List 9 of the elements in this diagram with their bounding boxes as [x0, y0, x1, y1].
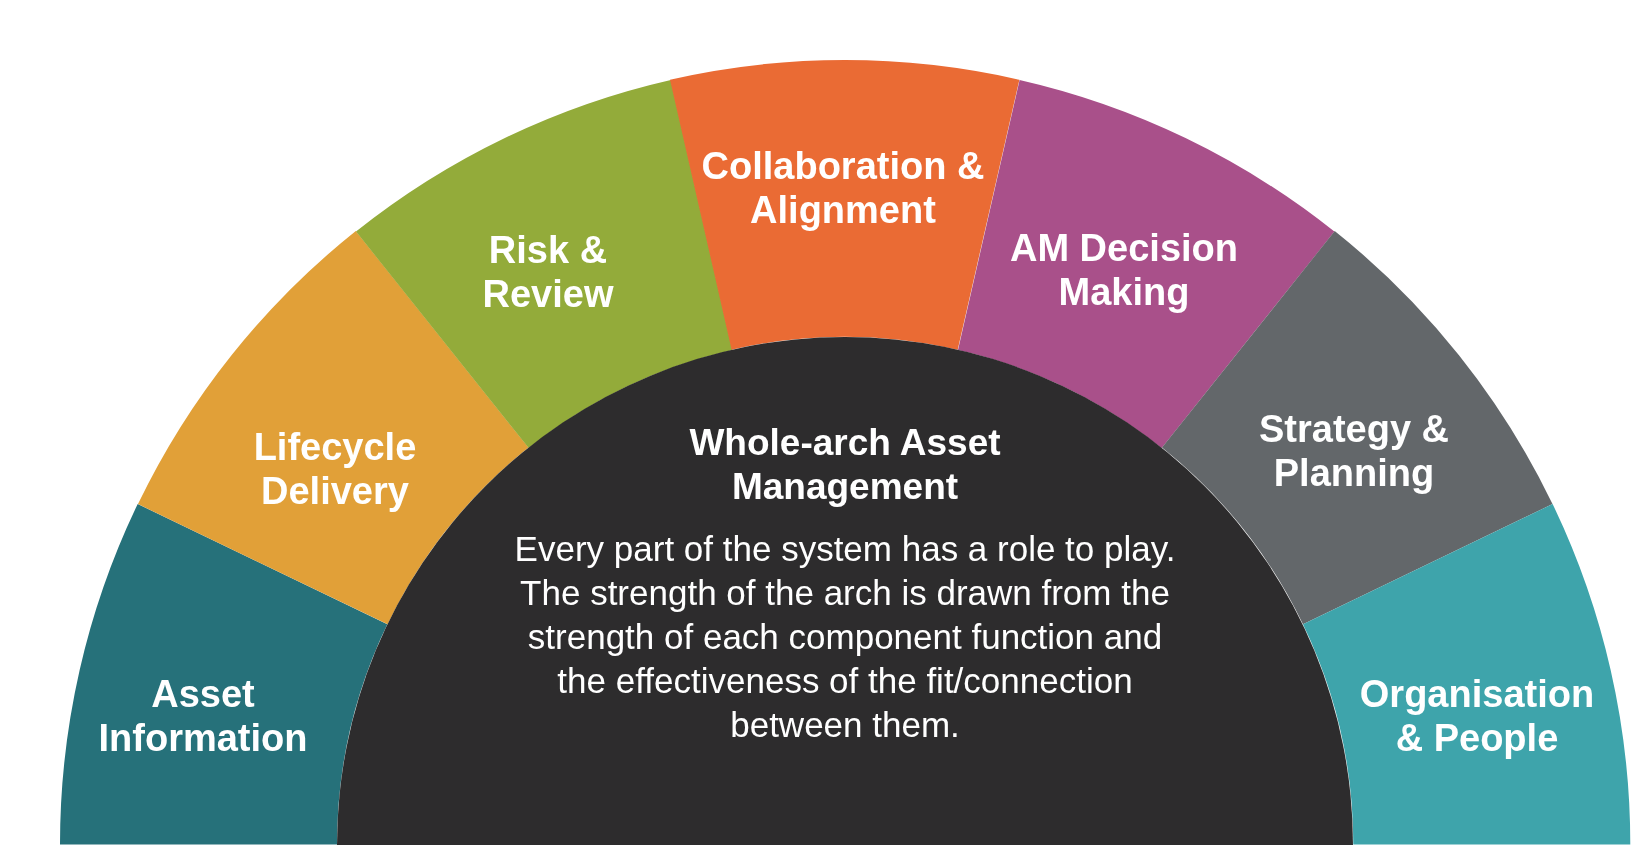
center-description: Every part of the system has a role to play. The strength of the arch is drawn from the strength of each component function and the effectiveness of the fit/connection between them. [513, 528, 1177, 746]
segment-label: Asset Information [97, 672, 309, 760]
center-heading: Whole-arch Asset Management [688, 421, 1002, 509]
segment-label: Organisation & People [1358, 672, 1596, 760]
segment-label: Collaboration & Alignment [700, 144, 986, 232]
segment-label: Risk & Review [481, 228, 615, 316]
segment-label: Strategy & Planning [1257, 407, 1450, 495]
segment-label: AM Decision Making [1008, 226, 1239, 314]
segment-label: Lifecycle Delivery [252, 425, 418, 513]
